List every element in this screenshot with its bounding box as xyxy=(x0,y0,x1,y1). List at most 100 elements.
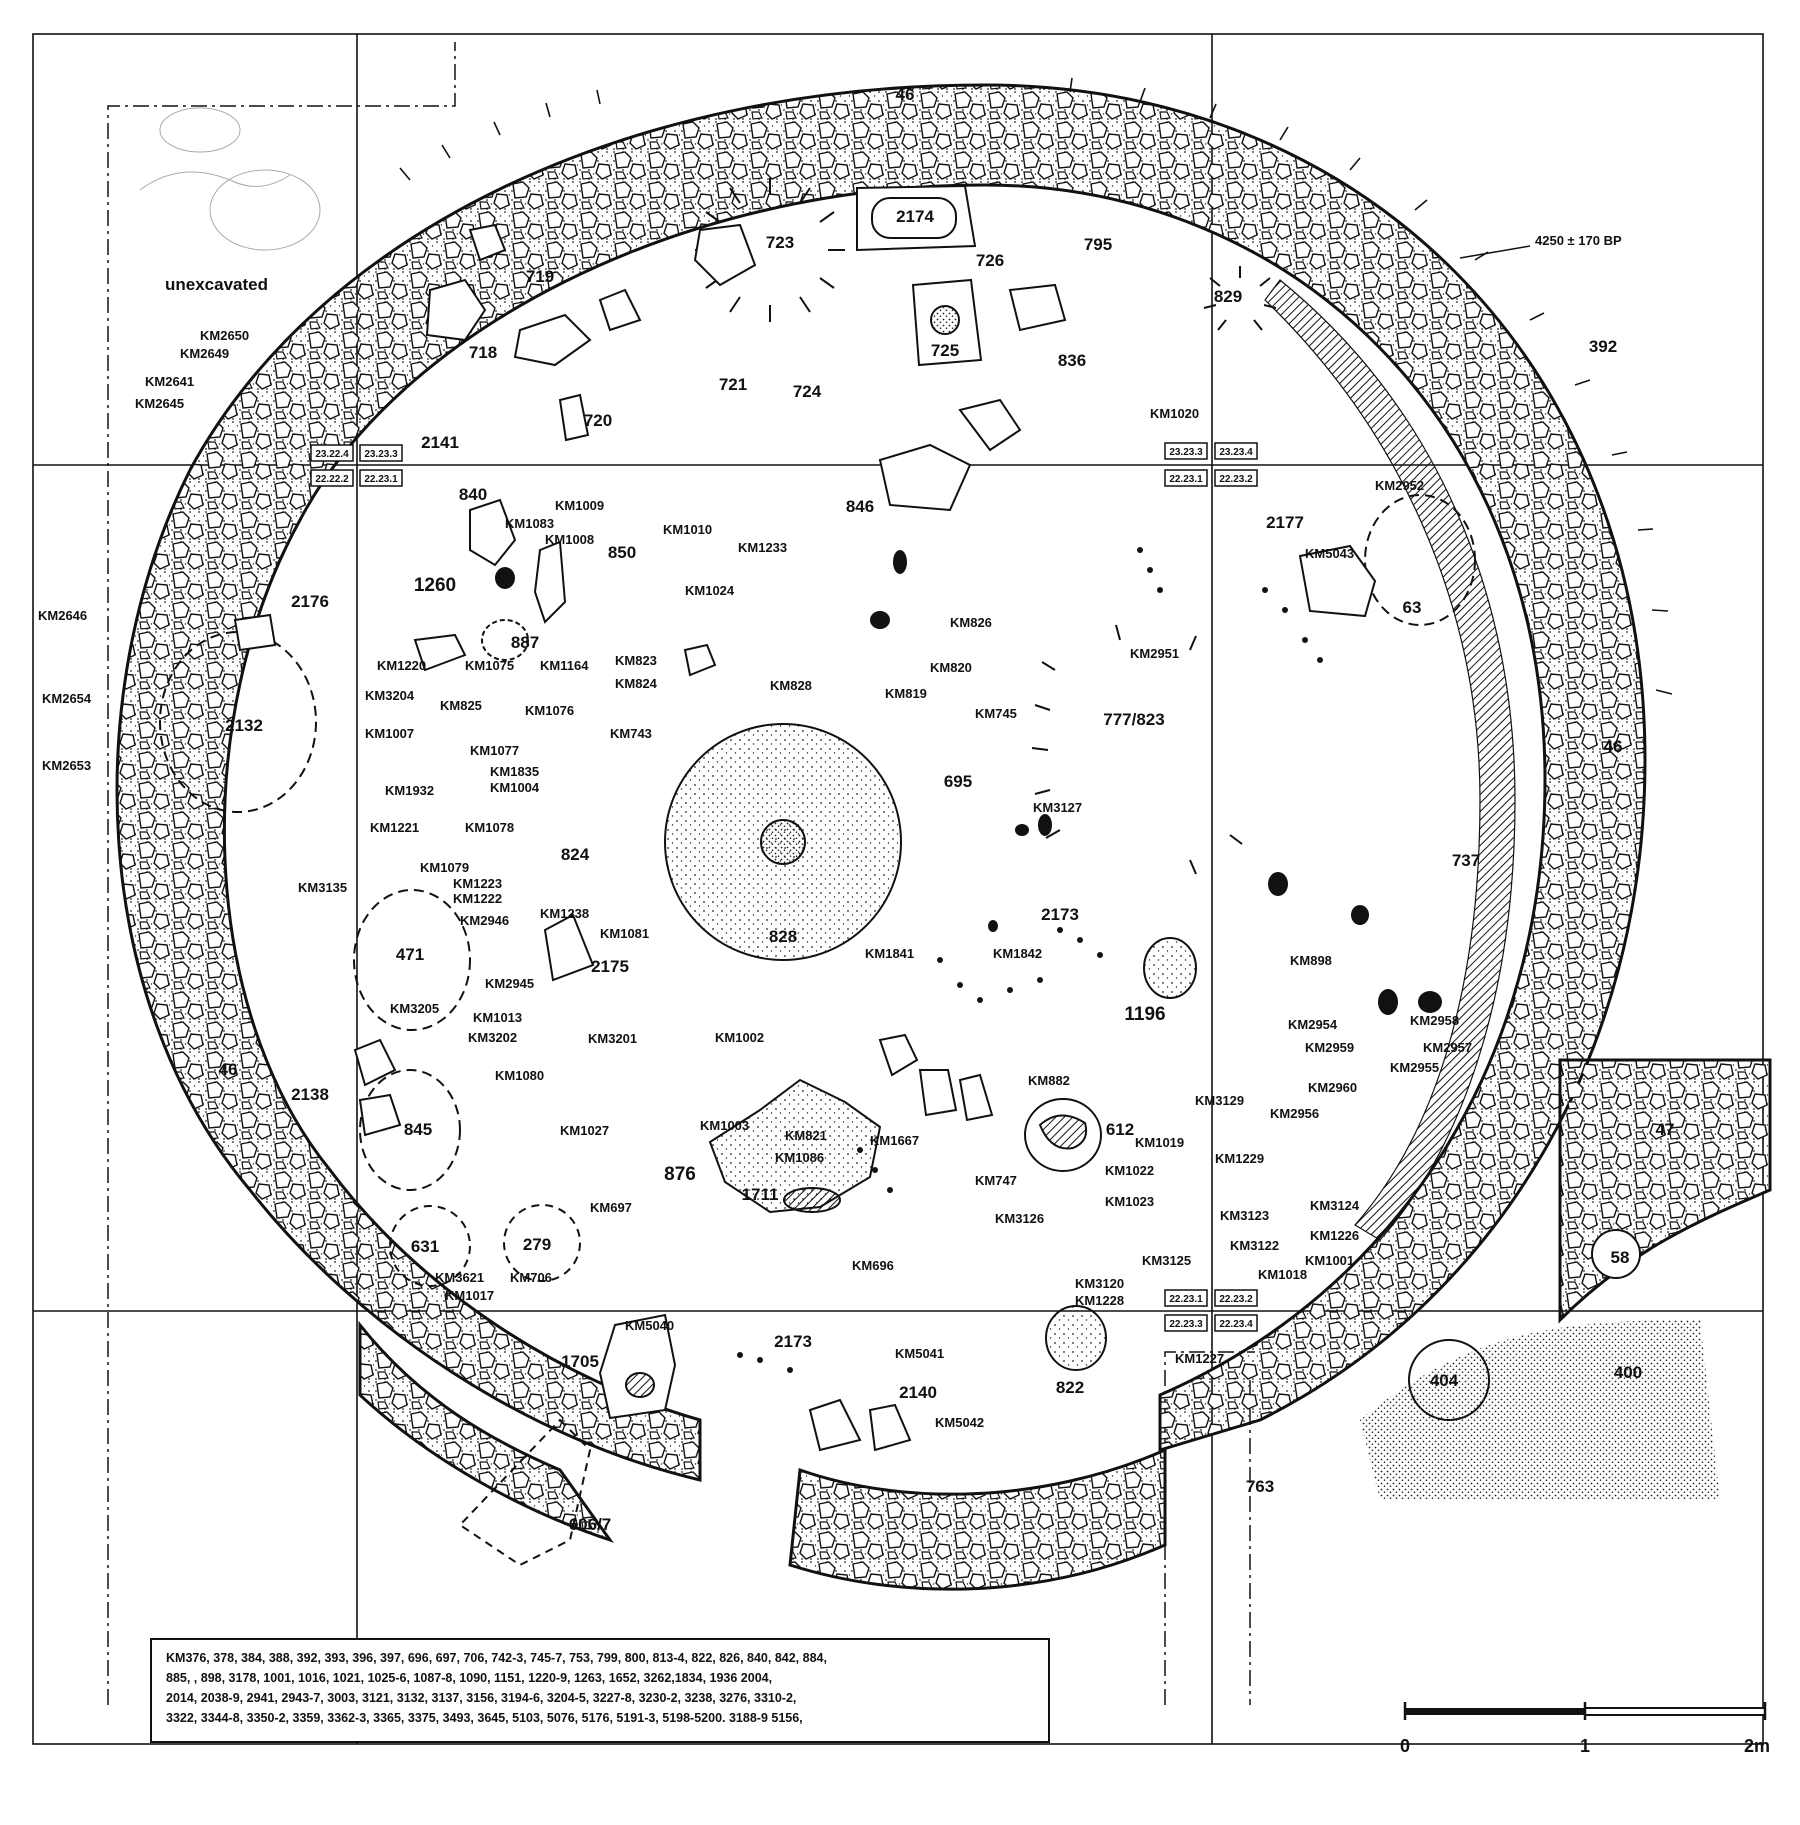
feature-number-label: 46 xyxy=(219,1060,238,1079)
find-number-label: KM1226 xyxy=(1310,1228,1359,1243)
features xyxy=(159,184,1720,1567)
find-number-label: KM3201 xyxy=(588,1031,637,1046)
feature-number-label: 58 xyxy=(1611,1248,1630,1267)
legend-line: 885, , 898, 3178, 1001, 1016, 1021, 1025… xyxy=(166,1671,773,1685)
find-number-label: KM5043 xyxy=(1305,546,1354,561)
feature-number-label: 46 xyxy=(896,85,915,104)
feature-number-label: 887 xyxy=(511,633,539,652)
grid-box-label: 22.23.1 xyxy=(1169,474,1203,485)
find-number-label: KM743 xyxy=(610,726,652,741)
grid-box-label: 22.23.2 xyxy=(1219,1294,1253,1305)
wall-south-segment xyxy=(788,1447,1167,1591)
find-number-label: KM3125 xyxy=(1142,1253,1191,1268)
find-number-label: KM1080 xyxy=(495,1068,544,1083)
radiocarbon-date-label: 4250 ± 170 BP xyxy=(1535,233,1622,248)
grid-box-label: 22.23.2 xyxy=(1219,474,1253,485)
feature-number-label: 737 xyxy=(1452,851,1480,870)
find-number-label: KM1002 xyxy=(715,1030,764,1045)
pit-2132 xyxy=(159,631,317,813)
find-number-label: KM823 xyxy=(615,653,657,668)
find-number-label: KM2954 xyxy=(1288,1017,1338,1032)
pit-845 xyxy=(359,1069,461,1191)
find-number-label: KM3127 xyxy=(1033,800,1082,815)
feature-number-label: 824 xyxy=(561,845,590,864)
grid-box-label: 22.23.4 xyxy=(1219,1319,1253,1330)
scattered-stones xyxy=(233,223,1067,1452)
pit-279 xyxy=(503,1204,581,1282)
find-number-label: KM1024 xyxy=(685,583,735,598)
find-number-label: KM1238 xyxy=(540,906,589,921)
find-number-label: KM1228 xyxy=(1075,1293,1124,1308)
find-number-label: KM2955 xyxy=(1390,1060,1439,1075)
feature-number-label: 726 xyxy=(976,251,1004,270)
find-number-label: KM1078 xyxy=(465,820,514,835)
find-number-label: KM2946 xyxy=(460,913,509,928)
find-number-legend: KM376, 378, 384, 388, 392, 393, 396, 397… xyxy=(150,1638,1050,1743)
find-number-label: KM2645 xyxy=(135,396,184,411)
feature-number-label: 725 xyxy=(931,341,959,360)
feature-2177 xyxy=(1298,544,1377,618)
feature-number-label: 695 xyxy=(944,772,972,791)
find-number-label: KM1027 xyxy=(560,1123,609,1138)
find-number-label: KM1020 xyxy=(1150,406,1199,421)
find-number-label: KM2959 xyxy=(1305,1040,1354,1055)
feature-number-label: 777/823 xyxy=(1103,710,1164,729)
feature-number-label: 2141 xyxy=(421,433,459,452)
pit-1196 xyxy=(1143,937,1197,999)
feature-number-label: 828 xyxy=(769,927,797,946)
legend-line: 3322, 3344-8, 3350-2, 3359, 3362-3, 3365… xyxy=(166,1711,803,1725)
grid-box-label: 22.23.1 xyxy=(1169,1294,1203,1305)
scale-tick-label: 1 xyxy=(1580,1736,1590,1756)
feature-number-label: 846 xyxy=(846,497,874,516)
scale-bar: 0 1 2m xyxy=(1400,1702,1770,1756)
find-number-label: KM5042 xyxy=(935,1415,984,1430)
find-number-label: KM3135 xyxy=(298,880,347,895)
find-number-label: KM2653 xyxy=(42,758,91,773)
find-number-label: KM3126 xyxy=(995,1211,1044,1226)
find-number-label: KM5040 xyxy=(625,1318,674,1333)
find-number-label: KM3204 xyxy=(365,688,415,703)
find-number-label: KM2952 xyxy=(1375,478,1424,493)
grid-box-label: 22.23.3 xyxy=(1169,1319,1203,1330)
find-number-label: KM1222 xyxy=(453,891,502,906)
find-number-label: KM1835 xyxy=(490,764,539,779)
find-number-label: KM3122 xyxy=(1230,1238,1279,1253)
find-number-label: KM1079 xyxy=(420,860,469,875)
radiating-features xyxy=(695,178,1277,875)
find-number-label: KM3124 xyxy=(1310,1198,1360,1213)
grid-box-label: 23.23.3 xyxy=(1169,447,1203,458)
find-number-label: KM1017 xyxy=(445,1288,494,1303)
find-number-label: KM821 xyxy=(785,1128,827,1143)
find-number-label: KM1083 xyxy=(505,516,554,531)
find-number-label: KM2641 xyxy=(145,374,194,389)
find-number-label: KM2650 xyxy=(200,328,249,343)
feature-number-label: 404 xyxy=(1430,1371,1459,1390)
feature-number-label: 721 xyxy=(719,375,747,394)
find-number-label: KM2951 xyxy=(1130,646,1179,661)
find-number-label: KM819 xyxy=(885,686,927,701)
scale-tick-label: 0 xyxy=(1400,1736,1410,1756)
find-number-label: KM706 xyxy=(510,1270,552,1285)
find-number-label: KM1010 xyxy=(663,522,712,537)
find-number-label: KM3205 xyxy=(390,1001,439,1016)
grid-box-label: 23.23.4 xyxy=(1219,447,1253,458)
find-number-label: KM826 xyxy=(950,615,992,630)
legend-line: KM376, 378, 384, 388, 392, 393, 396, 397… xyxy=(166,1651,827,1665)
wall-east-spur xyxy=(1558,1058,1772,1324)
find-number-label: KM1008 xyxy=(545,532,594,547)
feature-number-label: 392 xyxy=(1589,337,1617,356)
find-number-label: KM1842 xyxy=(993,946,1042,961)
grid-box-label: 22.23.1 xyxy=(364,474,398,485)
find-number-label: KM1007 xyxy=(365,726,414,741)
pit-1705 xyxy=(598,1313,677,1420)
feature-number-label: 822 xyxy=(1056,1378,1084,1397)
feature-number-label: 46 xyxy=(1604,737,1623,756)
find-number-label: KM1086 xyxy=(775,1150,824,1165)
feature-number-label: 840 xyxy=(459,485,487,504)
feature-number-label: 2177 xyxy=(1266,513,1304,532)
feature-number-label: 723 xyxy=(766,233,794,252)
excavation-limit xyxy=(107,42,1255,1705)
feature-number-label: 606/7 xyxy=(569,1515,612,1534)
pit-58 xyxy=(1591,1229,1641,1279)
